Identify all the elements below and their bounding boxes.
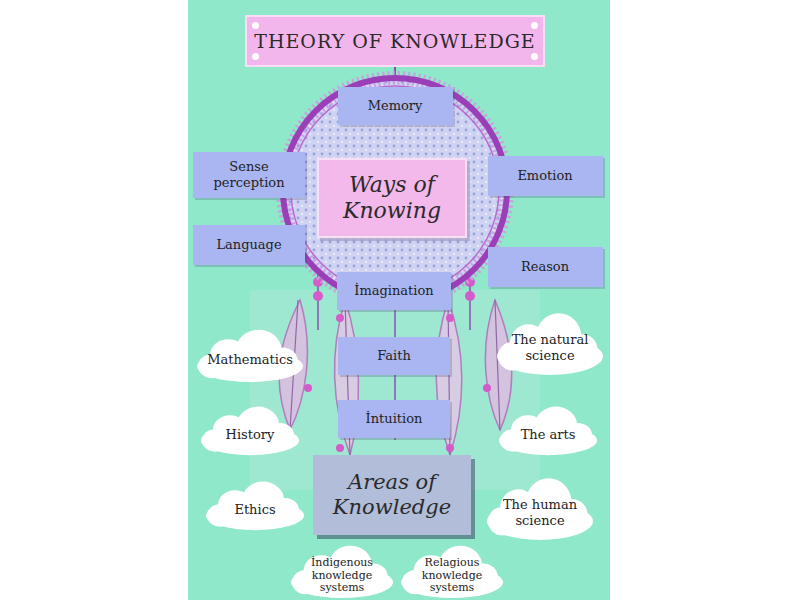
area-cloud: History [200, 404, 300, 456]
way-of-knowing-box: İntuition [338, 400, 450, 438]
node-label: Relagious knowledge systems [414, 557, 490, 595]
title-text: THEORY OF KNOWLEDGE [254, 30, 535, 52]
area-cloud: Relagious knowledge systems [400, 543, 504, 599]
node-label: İntuition [366, 411, 423, 427]
way-of-knowing-box: Memory [338, 87, 453, 125]
way-of-knowing-box: Sense perception [193, 152, 305, 198]
node-label: İndigenous knowledge systems [304, 557, 380, 595]
mint-panel [188, 0, 610, 600]
node-label: The human science [498, 497, 582, 528]
heading-box: Ways of Knowing [317, 158, 467, 238]
area-cloud: Ethics [205, 479, 305, 531]
title-banner: THEORY OF KNOWLEDGE [245, 15, 545, 67]
node-label: The natural science [508, 332, 592, 363]
node-label: The arts [521, 427, 576, 443]
way-of-knowing-box: Reason [488, 247, 603, 287]
node-label: Memory [368, 98, 423, 114]
area-cloud: Mathematics [196, 327, 304, 383]
feathers [279, 300, 512, 455]
area-cloud: The human science [486, 475, 594, 541]
dreamcatcher-ring [283, 78, 507, 302]
way-of-knowing-box: İmagination [337, 272, 451, 310]
node-label: Mathematics [207, 352, 293, 368]
corner-dot [531, 22, 538, 29]
way-of-knowing-box: Language [193, 225, 305, 265]
node-label: Faith [377, 348, 411, 364]
area-cloud: The natural science [496, 310, 604, 376]
corner-dot [252, 53, 259, 60]
heading-box: Areas of Knowledge [313, 455, 471, 535]
node-label: Language [216, 237, 281, 253]
corner-dot [252, 22, 259, 29]
node-label: History [226, 427, 275, 443]
node-label: Sense perception [199, 159, 299, 190]
way-of-knowing-box: Faith [338, 337, 450, 375]
corner-dot [531, 53, 538, 60]
node-label: Ways of Knowing [327, 172, 457, 225]
area-cloud: İndigenous knowledge systems [290, 543, 394, 599]
node-label: İmagination [354, 283, 433, 299]
way-of-knowing-box: Emotion [488, 156, 603, 196]
node-label: Ethics [234, 502, 275, 518]
node-label: Areas of Knowledge [321, 470, 463, 520]
bead-strings [304, 260, 491, 452]
node-label: Emotion [517, 168, 572, 184]
area-cloud: The arts [498, 404, 598, 456]
node-label: Reason [521, 259, 569, 275]
